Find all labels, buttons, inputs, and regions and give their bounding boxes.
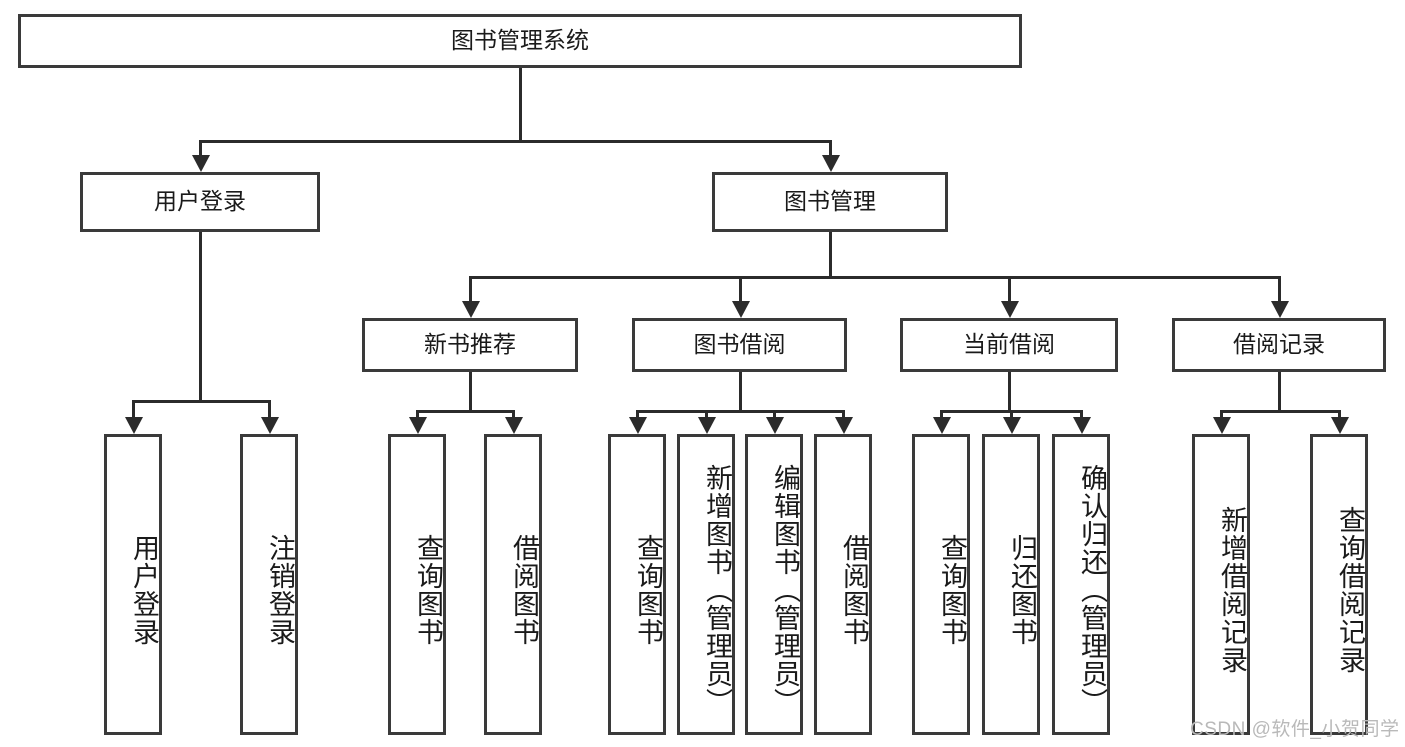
edge-newbook-to-leaf-2 xyxy=(416,410,419,417)
edge-current-to-leaf-10 xyxy=(1080,410,1083,417)
arrowhead-leaf-7 xyxy=(834,417,853,434)
node-leaf-9[interactable]: 归还图书 xyxy=(982,434,1040,735)
edge-newbook-to-leaf-3 xyxy=(512,410,515,417)
node-level3-0-label: 新书推荐 xyxy=(424,331,516,358)
node-level3-1-label: 图书借阅 xyxy=(693,331,786,358)
edge-root-stem xyxy=(519,68,522,143)
node-level2-1-label: 图书管理 xyxy=(784,188,876,215)
node-leaf-12-label: 查询借阅记录 xyxy=(1335,505,1365,674)
edge-bookmgmt-to-level3-1 xyxy=(739,276,742,301)
node-leaf-0-label: 用户登录 xyxy=(129,533,159,646)
edge-records-to-leaf-12 xyxy=(1338,410,1341,417)
edge-borrow-bus xyxy=(636,410,845,413)
arrowhead-leaf-9 xyxy=(1002,417,1021,434)
edge-borrow-to-leaf-4 xyxy=(636,410,639,417)
edge-current-stem xyxy=(1008,372,1011,413)
node-leaf-6[interactable]: 编辑图书（管理员） xyxy=(745,434,803,735)
edge-bookmgmt-to-level3-3 xyxy=(1278,276,1281,301)
node-leaf-10[interactable]: 确认归还（管理员） xyxy=(1052,434,1110,735)
node-leaf-4-label: 查询图书 xyxy=(633,533,663,646)
arrowhead-leaf-5 xyxy=(697,417,716,434)
node-level2-1[interactable]: 图书管理 xyxy=(712,172,948,232)
node-leaf-8[interactable]: 查询图书 xyxy=(912,434,970,735)
node-level3-2-label: 当前借阅 xyxy=(963,331,1055,358)
node-root-label: 图书管理系统 xyxy=(451,27,589,54)
edge-current-to-leaf-9 xyxy=(1010,410,1013,417)
arrowhead-leaf-10 xyxy=(1072,417,1091,434)
node-leaf-2-label: 查询图书 xyxy=(413,533,443,646)
edge-userlogin-bus xyxy=(132,400,271,403)
node-level3-1[interactable]: 图书借阅 xyxy=(632,318,847,372)
node-leaf-3[interactable]: 借阅图书 xyxy=(484,434,542,735)
arrowhead-level2-1 xyxy=(821,155,840,172)
edge-borrow-to-leaf-5 xyxy=(705,410,708,417)
edge-root-to-level2-1 xyxy=(829,140,832,155)
node-leaf-6-label: 编辑图书（管理员） xyxy=(770,463,800,716)
arrowhead-leaf-6 xyxy=(765,417,784,434)
edge-records-to-leaf-11 xyxy=(1220,410,1223,417)
node-leaf-10-label: 确认归还（管理员） xyxy=(1077,463,1107,716)
edge-borrow-to-leaf-6 xyxy=(773,410,776,417)
edge-bookmgmt-stem xyxy=(829,232,832,279)
edge-borrow-stem xyxy=(739,372,742,413)
arrowhead-level3-1 xyxy=(731,301,750,318)
node-level2-0[interactable]: 用户登录 xyxy=(80,172,320,232)
arrowhead-level3-0 xyxy=(461,301,480,318)
edge-userlogin-stem xyxy=(199,232,202,403)
edge-borrow-to-leaf-7 xyxy=(842,410,845,417)
edge-records-stem xyxy=(1278,372,1281,413)
node-leaf-1[interactable]: 注销登录 xyxy=(240,434,298,735)
edge-root-to-level2-0 xyxy=(199,140,202,155)
arrowhead-leaf-0 xyxy=(124,417,143,434)
node-leaf-1-label: 注销登录 xyxy=(265,533,295,646)
edge-newbook-stem xyxy=(469,372,472,413)
edge-records-bus xyxy=(1220,410,1341,413)
node-leaf-5-label: 新增图书（管理员） xyxy=(702,463,732,716)
node-leaf-7[interactable]: 借阅图书 xyxy=(814,434,872,735)
node-level3-3[interactable]: 借阅记录 xyxy=(1172,318,1386,372)
edge-bookmgmt-to-level3-0 xyxy=(469,276,472,301)
node-level3-2[interactable]: 当前借阅 xyxy=(900,318,1118,372)
arrowhead-leaf-4 xyxy=(628,417,647,434)
edge-userlogin-to-leaf-1 xyxy=(268,400,271,417)
node-leaf-2[interactable]: 查询图书 xyxy=(388,434,446,735)
edge-bookmgmt-to-level3-2 xyxy=(1008,276,1011,301)
node-leaf-0[interactable]: 用户登录 xyxy=(104,434,162,735)
arrowhead-leaf-3 xyxy=(504,417,523,434)
node-leaf-9-label: 归还图书 xyxy=(1007,533,1037,646)
node-leaf-8-label: 查询图书 xyxy=(937,533,967,646)
arrowhead-leaf-1 xyxy=(260,417,279,434)
edge-root-bus xyxy=(199,140,832,143)
node-leaf-5[interactable]: 新增图书（管理员） xyxy=(677,434,735,735)
watermark: CSDN @软件_小贺同学 xyxy=(1190,719,1400,740)
node-leaf-11-label: 新增借阅记录 xyxy=(1217,505,1247,674)
arrowhead-level2-0 xyxy=(191,155,210,172)
edge-current-to-leaf-8 xyxy=(940,410,943,417)
arrowhead-leaf-12 xyxy=(1330,417,1349,434)
node-leaf-7-label: 借阅图书 xyxy=(839,533,869,646)
node-level3-0[interactable]: 新书推荐 xyxy=(362,318,578,372)
node-leaf-3-label: 借阅图书 xyxy=(509,533,539,646)
node-level2-0-label: 用户登录 xyxy=(154,188,246,215)
edge-bookmgmt-bus xyxy=(469,276,1281,279)
edge-newbook-bus xyxy=(416,410,515,413)
arrowhead-leaf-8 xyxy=(932,417,951,434)
arrowhead-level3-3 xyxy=(1270,301,1289,318)
arrowhead-leaf-2 xyxy=(408,417,427,434)
node-leaf-4[interactable]: 查询图书 xyxy=(608,434,666,735)
edge-userlogin-to-leaf-0 xyxy=(132,400,135,417)
node-level3-3-label: 借阅记录 xyxy=(1233,331,1325,358)
arrowhead-level3-2 xyxy=(1000,301,1019,318)
arrowhead-leaf-11 xyxy=(1212,417,1231,434)
node-leaf-12[interactable]: 查询借阅记录 xyxy=(1310,434,1368,735)
node-leaf-11[interactable]: 新增借阅记录 xyxy=(1192,434,1250,735)
node-root[interactable]: 图书管理系统 xyxy=(18,14,1022,68)
